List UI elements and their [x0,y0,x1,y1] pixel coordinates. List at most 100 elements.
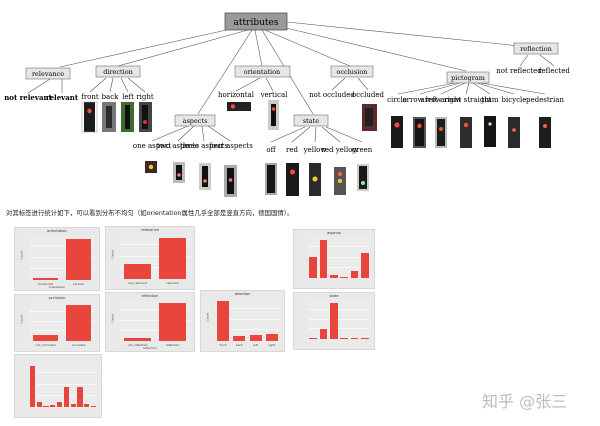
chart-gridline [308,308,370,310]
leaf-horizontal: horizontal [218,91,255,99]
chart-tick-label: relevant [166,281,179,285]
thumb-red [286,163,299,196]
chart-bar [360,337,369,339]
chart-bar [84,403,90,407]
chart-gridline [29,256,95,258]
leaf-three-aspects: three aspects [180,142,228,150]
leaf-red: red [286,146,298,154]
aspects-node-box [174,114,216,127]
thumb-pedestrian [539,117,551,148]
chart-plot-area [29,362,97,407]
leaf-occluded: occluded [352,91,384,99]
thumb-two-aspects [173,162,185,183]
chart-gridline [308,266,370,268]
chart-bar [50,404,56,407]
chart-gridline [308,318,370,320]
chart-plot-area: not_occluded occluded [29,302,95,347]
chart-bar [70,403,76,407]
leaf-front: front [81,93,99,101]
chart-title: orientation [47,229,67,233]
thumb-arrow-straight [460,117,472,148]
occlusion-node-label: occlusion [337,68,368,76]
leaf-left: left [122,93,134,101]
chart-state: state [293,292,375,350]
thumb-off [265,163,277,195]
chart-bar [360,253,369,278]
chart-tick-label: not_reflected [127,343,148,347]
chart-title: aspects [327,231,341,235]
chart-plot-area [308,300,370,339]
leaf-right: right [136,93,154,101]
chart-tick-label: occluded [71,343,86,347]
occlusion-node-box [330,65,374,78]
leaf-arrow-straight: arrow straight [440,96,491,104]
thumb-red-yellow [334,167,346,195]
chart-bar [33,334,58,341]
leaf-arrow-right: arrow right [421,96,462,104]
chart-gridline [215,318,280,320]
direction-node-box [95,65,141,78]
leaf-reflected: reflected [538,67,570,75]
chart-ylabel: Count [110,249,115,259]
traffic-light-thumbnails [81,100,551,197]
reflection-node-box [513,42,559,55]
chart-bar [329,303,338,339]
orientation-node-label: orientation [244,68,280,76]
chart-bar [350,271,359,278]
chart-bar [29,365,35,407]
chart-tick-label: not_occluded [35,343,56,347]
leaf-tram: tram [482,96,499,104]
chart-bar [57,402,63,407]
chart-bar [319,240,328,278]
leaf-bicycle: bicycle [502,96,527,104]
leaf-pedestrian: pedestrian [526,96,564,104]
direction-node-label: direction [103,68,133,76]
root-node-box [224,12,288,31]
chart-title: relevance [141,228,159,232]
chart-gridline [308,246,370,248]
watermark-text: 知乎 @张三 [482,392,568,411]
chart-gridline [29,383,97,385]
chart-ylabel: Count [19,314,24,324]
chart-tick-label: vertical [72,282,85,286]
chart-plot-area [308,237,370,278]
leaf-off: off [266,146,276,154]
thumb-right [139,102,152,132]
chart-bar [233,335,246,341]
chart-gridline [120,309,190,311]
state-node-label: state [303,117,319,125]
pictogram-node-label: pictogram [451,74,485,82]
state-node-box [293,114,329,127]
chart-tick-label: right [268,343,276,347]
chart-plot-area: horizontal vertical [29,235,95,286]
chart-gridline [29,310,95,312]
chart-bar [124,263,151,279]
chart-aspects: aspects [293,229,375,289]
chart-gridline [215,307,280,309]
chart-title: reflection [141,294,159,298]
chart-bar [350,338,359,339]
chart-bar [43,405,49,407]
chart-xlabel: orientation [48,285,66,289]
relevance-node-label: relevance [32,70,64,78]
chart-ylabel: Count [205,312,210,322]
thumb-arrow-left [413,117,426,148]
leaf-vertical: vertical [260,91,289,99]
chart-bar [159,237,186,279]
leaf-green: green [352,146,373,154]
chart-gridline [29,245,95,247]
thumb-bicycle [508,117,520,148]
chart-gridline [29,267,95,269]
thumb-left [121,102,134,132]
chart-bar [265,333,278,341]
chart-ylabel: Count [19,250,24,260]
leaf-one-aspect: one aspect [133,142,171,150]
chart-tick-label: horizontal [38,282,53,286]
attribute-tree-diagram: attributes relevance direction orientati… [4,12,570,197]
chart-tick-label: left [253,343,259,347]
chart-bar [340,276,349,278]
leaf-yellow: yellow [303,146,327,154]
